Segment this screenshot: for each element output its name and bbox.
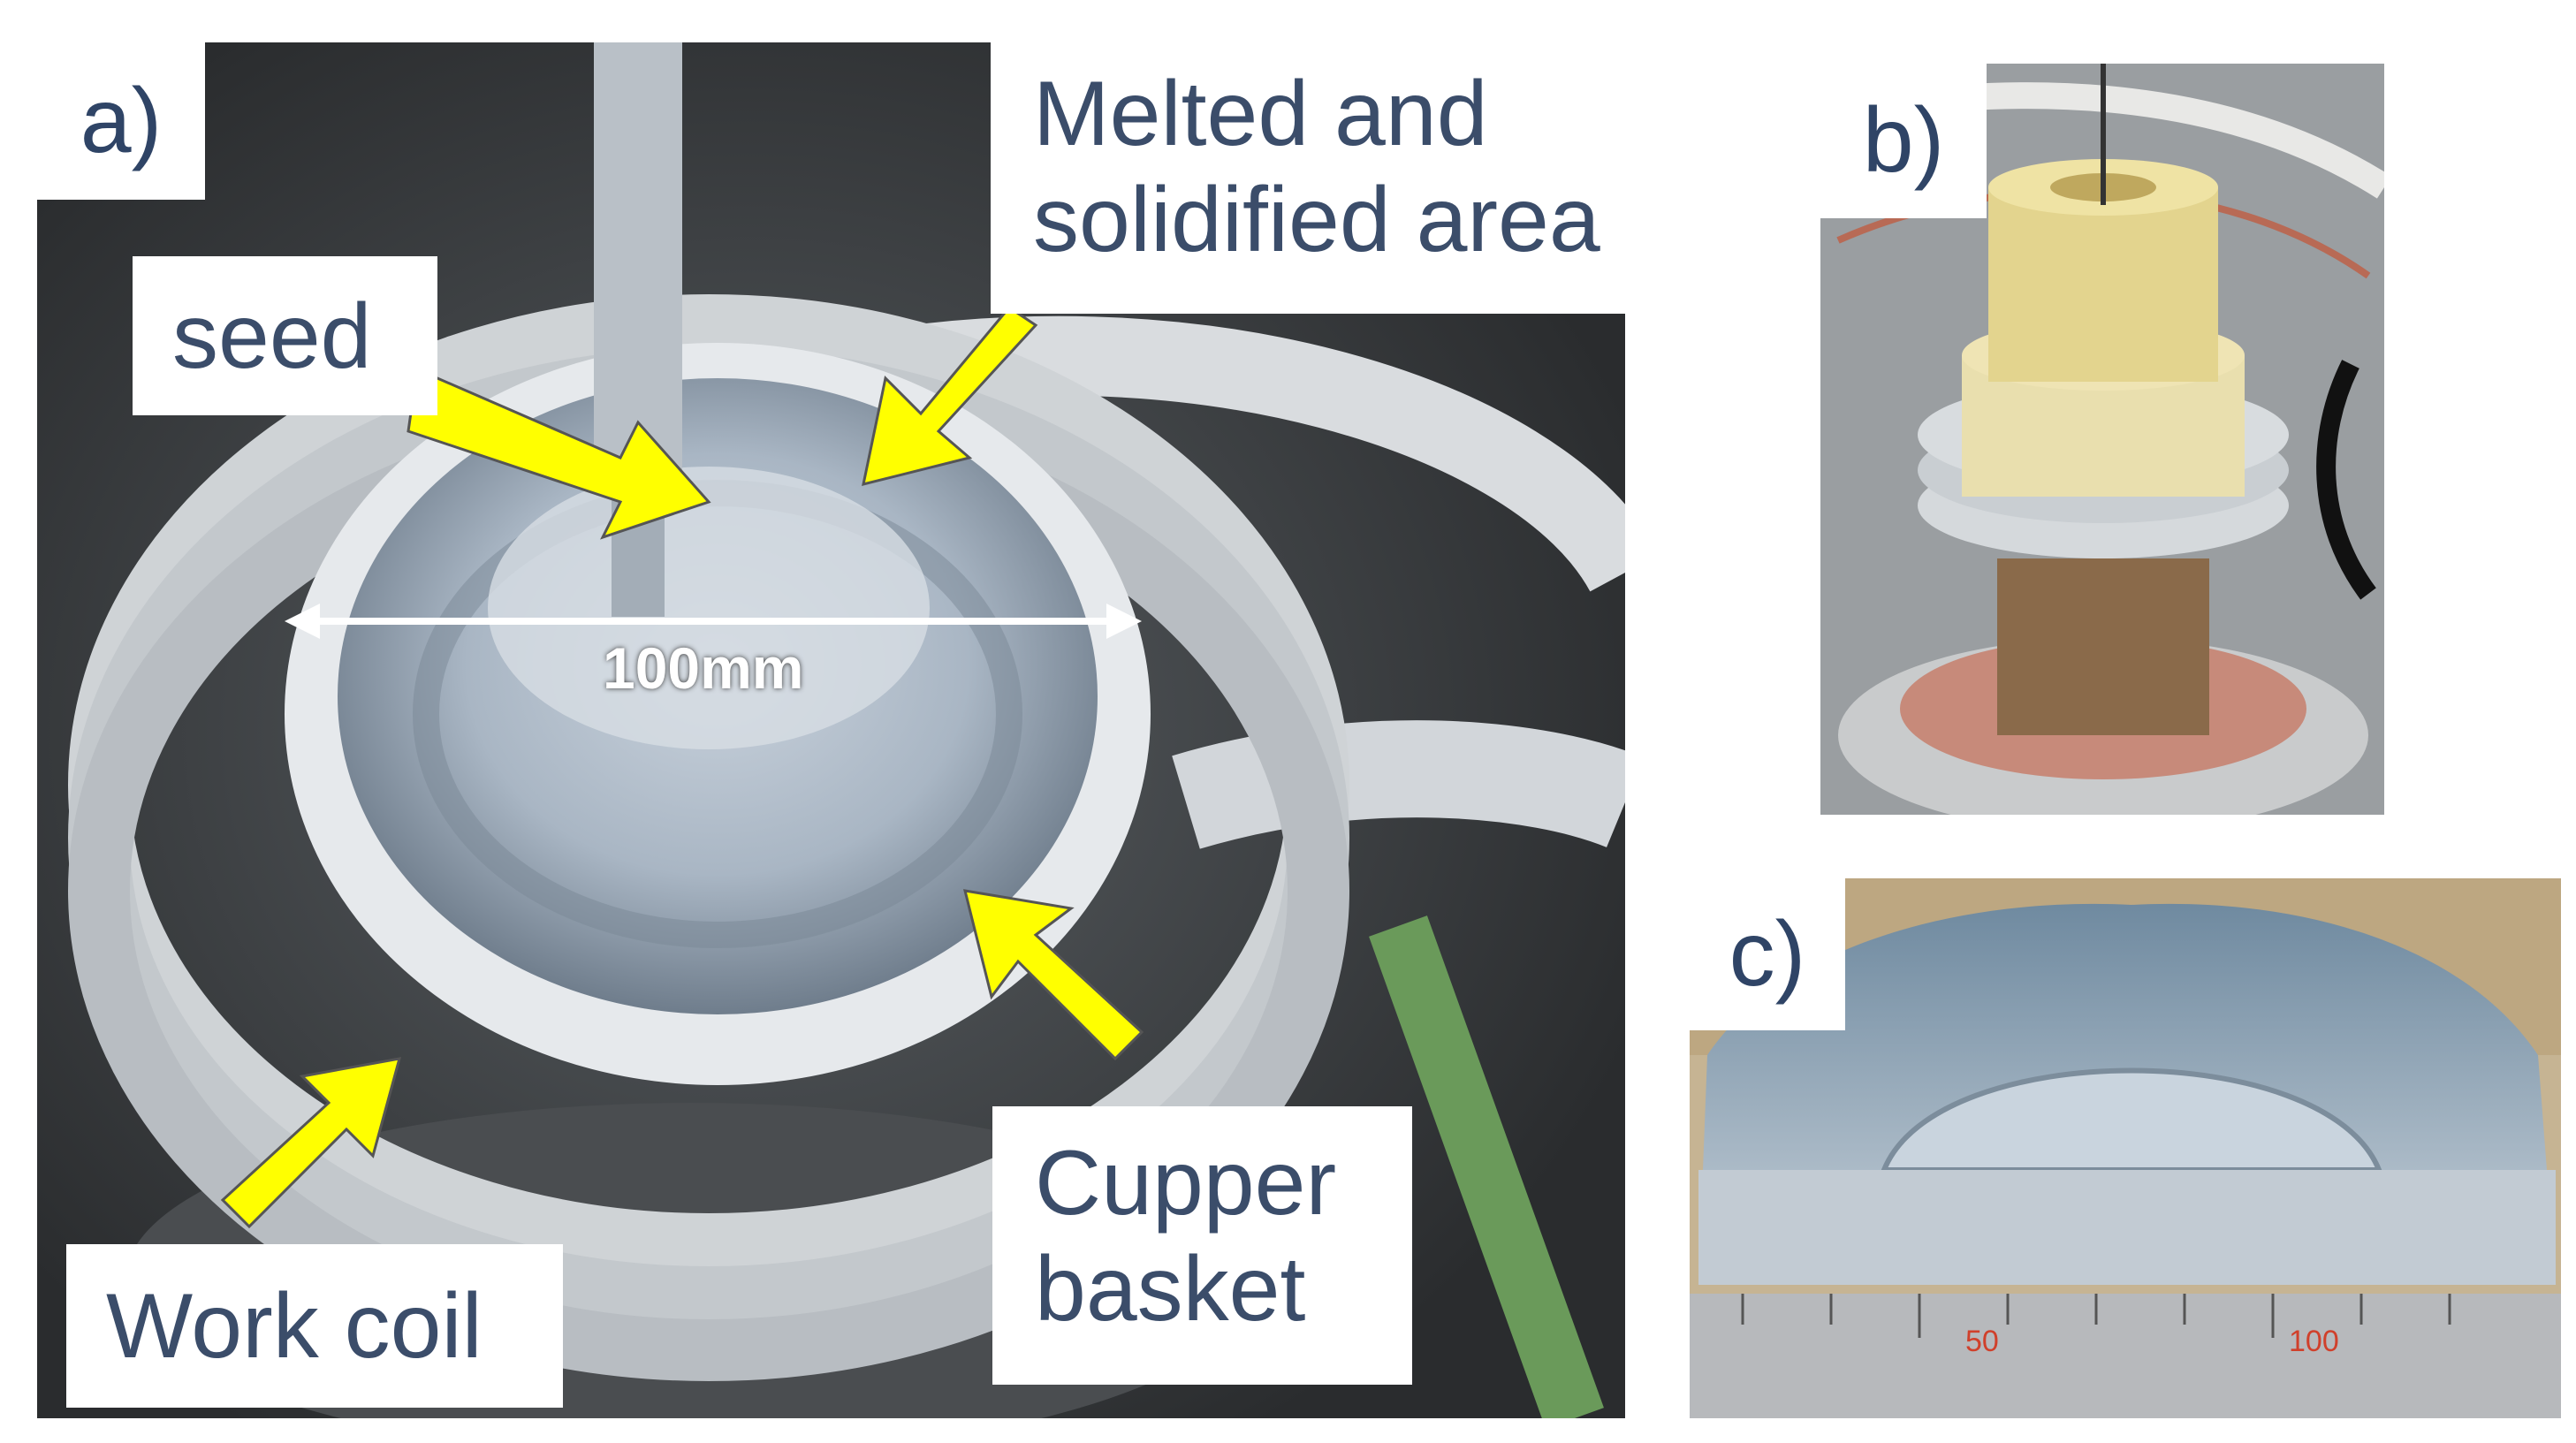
label-work-coil: Work coil [66,1244,563,1408]
ruler-mark-50: 50 [1965,1325,1999,1358]
label-cupper-line2: basket [1035,1237,1306,1340]
label-cupper-basket: Cupper basket [992,1106,1412,1385]
label-melted-line1: Melted and [1033,63,1488,165]
measurement-label: 100mm [603,635,804,701]
label-seed: seed [133,256,437,415]
label-cupper-line1: Cupper [1035,1132,1337,1234]
panel-c-photo [1690,878,2561,1418]
photo-panel-c: 50 100 [1690,878,2561,1418]
panel-letter-c: c) [1690,878,1845,1030]
ruler-mark-100: 100 [2289,1325,2339,1358]
label-melted-solidified: Melted and solidified area [991,35,1704,314]
panel-letter-b: b) [1820,64,1987,218]
label-seed-text: seed [172,285,372,388]
panel-b-photo [1820,64,2384,815]
label-melted-line2: solidified area [1033,168,1600,271]
panel-letter-a: a) [37,42,205,200]
label-work-coil-text: Work coil [106,1275,483,1378]
